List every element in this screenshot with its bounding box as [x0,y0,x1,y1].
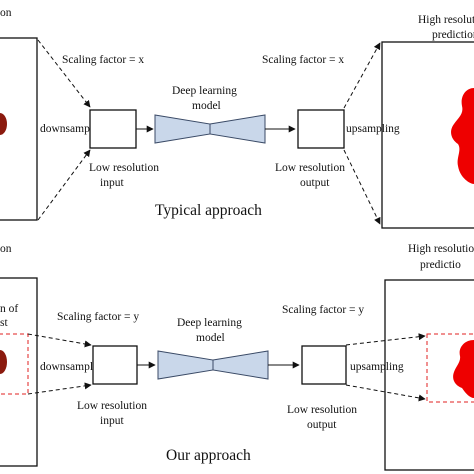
bottom-lowres-input-line2: input [100,415,124,427]
top-model-label-line1: Deep learning [172,85,237,97]
top-encoder-trapezoid [154,114,211,144]
bottom-lowres-output-line2: output [307,419,337,431]
bottom-caption: Our approach [166,447,251,464]
bottom-upsampling-label: upsampling [350,361,404,373]
top-hr-prediction-image [381,41,474,229]
top-hr-lesion [451,88,474,184]
top-hr-label-line1: High resolution [418,14,474,26]
top-input-image [0,37,38,221]
bottom-scaling-factor-out: Scaling factor = y [282,304,364,316]
top-input-lesion [0,113,7,135]
top-input-label-fragment: on [0,7,12,19]
bottom-hr-label-line1: High resolutio [408,243,474,255]
bottom-dashed-arrow-lower-right [345,384,426,402]
top-model-label-line2: model [192,100,221,112]
top-dashed-arrow-upper-right [343,42,381,109]
top-lowres-input-line2: input [100,177,124,189]
bottom-hr-label-line2: predictio [420,259,461,271]
top-lowres-input-line1: Low resolution [89,162,159,174]
bottom-hr-prediction-image [384,279,474,471]
bottom-hr-lesion [453,340,474,398]
our-approach-panel: on n of st Scaling factor = y downsampli… [0,243,474,471]
bottom-lowres-output-box [301,345,347,385]
bottom-downsampling-label: downsampling [40,361,108,373]
top-scaling-factor-out: Scaling factor = x [262,54,344,66]
top-lowres-output-line1: Low resolution [275,162,345,174]
bottom-roi-label-line2: st [0,317,8,329]
bottom-encoder-trapezoid [157,350,214,380]
top-dashed-arrow-lower-right [343,149,381,225]
bottom-input-roi-box [0,333,29,395]
bottom-input-image [0,277,38,467]
top-hr-label-line2: prediction [432,29,474,41]
bottom-model-label-line1: Deep learning [177,317,242,329]
bottom-hr-roi-box [426,333,474,403]
top-dashed-arrow-upper-left [37,39,91,108]
top-upsampling-label: upsampling [346,123,400,135]
bottom-scaling-factor-in: Scaling factor = y [57,311,139,323]
top-lowres-output-box [297,109,345,149]
bottom-dashed-arrow-lower-left [27,382,92,395]
bottom-dashed-arrow-upper-left [27,333,92,348]
bottom-model-label-line2: model [196,332,225,344]
bottom-roi-label-line1: n of [0,303,18,315]
bottom-input-label-fragment: on [0,243,12,255]
bottom-dashed-arrow-upper-right [345,333,426,346]
bottom-input-lesion [0,350,7,374]
top-dashed-arrow-lower-left [37,149,91,221]
typical-approach-panel: on Scaling factor = x downsampling Low r… [0,7,474,229]
top-decoder-trapezoid [209,114,266,144]
bottom-decoder-trapezoid [212,350,269,380]
top-lowres-input-box [89,109,137,149]
bottom-lowres-output-line1: Low resolution [287,404,357,416]
top-caption: Typical approach [155,202,262,219]
top-lowres-output-line2: output [300,177,330,189]
top-scaling-factor-in: Scaling factor = x [62,54,144,66]
bottom-lowres-input-box [92,345,138,385]
bottom-lowres-input-line1: Low resolution [77,400,147,412]
